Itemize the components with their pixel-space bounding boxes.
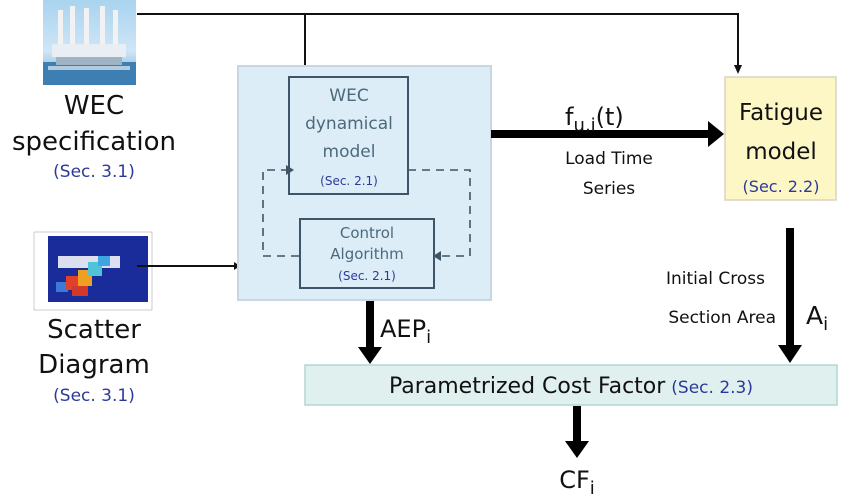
aep-label: AEPi (380, 315, 431, 348)
svg-text:Load Time: Load Time (565, 149, 653, 169)
svg-text:(Sec. 2.2): (Sec. 2.2) (743, 177, 820, 196)
area-symbol: Ai (806, 301, 828, 335)
svg-text:WEC: WEC (329, 86, 368, 106)
svg-text:Series: Series (583, 179, 635, 199)
svg-text:model: model (745, 139, 817, 165)
scatter-diagram-icon (33, 231, 153, 311)
svg-text:Control: Control (340, 224, 394, 242)
svg-text:Fatigue: Fatigue (739, 100, 823, 126)
control-loop-dashed (262, 169, 471, 257)
svg-text:(Sec. 2.1): (Sec. 2.1) (320, 174, 378, 188)
scatter-label: Scatter Diagram (Sec. 3.1) (38, 315, 150, 406)
load-series-label: Load Time Series (565, 149, 653, 199)
load-signal-label: fu,i(t) (565, 103, 624, 136)
svg-text:model: model (323, 142, 376, 162)
svg-text:WEC: WEC (64, 91, 124, 121)
top-connector (137, 13, 739, 71)
cost-factor-box (304, 364, 838, 406)
svg-text:specification: specification (12, 127, 176, 157)
dynamical-model-label: WEC dynamical model (Sec. 2.1) (305, 86, 393, 188)
area-label: Initial Cross Section Area (666, 269, 776, 328)
svg-text:Scatter: Scatter (47, 315, 141, 345)
wec-spec-label: WEC specification (Sec. 3.1) (12, 91, 176, 182)
area-arrowhead (778, 345, 802, 363)
svg-text:Diagram: Diagram (38, 350, 150, 380)
control-algorithm-label: Control Algorithm (Sec. 2.1) (330, 224, 403, 283)
arrowhead-to-fatigue (734, 65, 742, 74)
svg-text:(Sec. 2.1): (Sec. 2.1) (338, 269, 396, 283)
svg-text:Section Area: Section Area (668, 308, 776, 328)
fatigue-model-label: Fatigue model (Sec. 2.2) (739, 100, 823, 196)
svg-text:(Sec. 3.1): (Sec. 3.1) (53, 162, 135, 182)
svg-text:Algorithm: Algorithm (330, 245, 403, 263)
loop-arrow-to-control (433, 251, 441, 261)
fatigue-model-box (724, 76, 837, 201)
svg-text:(Sec. 3.1): (Sec. 3.1) (53, 386, 135, 406)
dynamical-model-box (288, 76, 409, 195)
cost-factor-label: Parametrized Cost Factor(Sec. 2.3) (389, 374, 753, 399)
load-arrowhead (708, 121, 724, 147)
wec-photo-icon (43, 0, 136, 85)
cf-arrowhead (565, 441, 589, 458)
svg-text:dynamical: dynamical (305, 114, 393, 134)
svg-text:Initial Cross: Initial Cross (666, 269, 765, 289)
cf-output-label: CFi (559, 466, 595, 499)
model-group (237, 65, 492, 301)
control-algorithm-box (299, 218, 435, 289)
aep-arrowhead (358, 347, 382, 364)
